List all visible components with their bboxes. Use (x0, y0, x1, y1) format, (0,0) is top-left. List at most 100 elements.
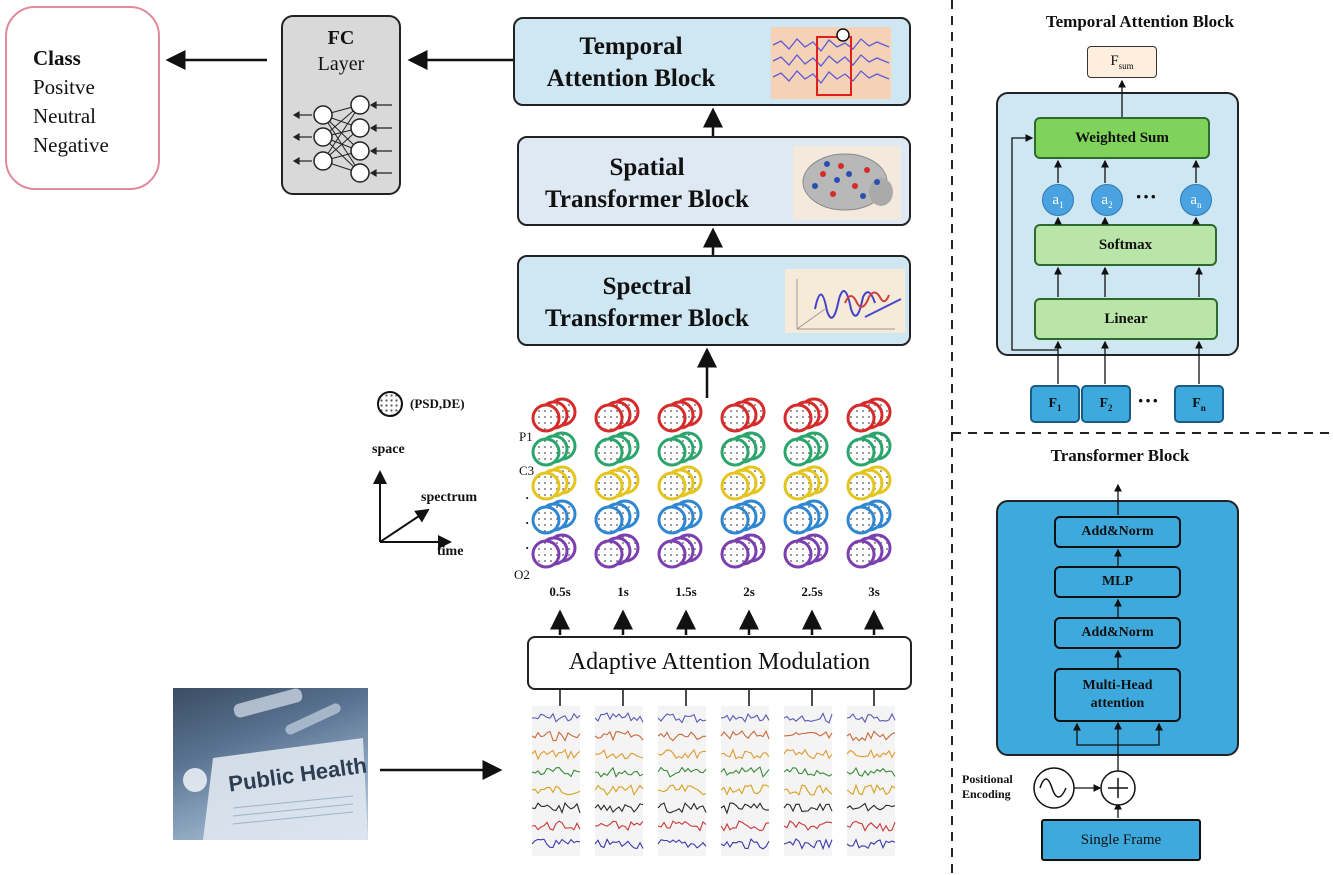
eeg-signal-strips (531, 706, 896, 856)
feature-circle (846, 437, 876, 467)
feature-circle (720, 437, 750, 467)
spatial-transformer-block: Spatial Transformer Block (517, 136, 911, 226)
feature-circle (531, 471, 561, 501)
fsum-label: F (1110, 53, 1119, 69)
photo-props-icon (183, 688, 368, 840)
time-label-2: 1.5s (675, 584, 697, 599)
temporal-block-line2: Attention Block (546, 65, 716, 92)
feature-circle (720, 471, 750, 501)
feature-circle (531, 403, 561, 433)
spectral-block-line1: Spectral (602, 273, 692, 300)
fc-network-icon (292, 95, 392, 183)
feature-circle (657, 505, 687, 535)
brain-thumbnail (793, 146, 901, 220)
psd-de-label: (PSD,DE) (410, 396, 465, 411)
feature-circle (531, 437, 561, 467)
eeg-strip (531, 706, 581, 856)
feature-circle (846, 471, 876, 501)
an-circle: an (1180, 184, 1212, 216)
time-label-1: 1s (617, 584, 629, 599)
f-ellipsis: ··· (1137, 388, 1160, 413)
feature-circle (594, 437, 624, 467)
sine-wave-icon (1033, 767, 1075, 809)
feature-circle-grid (531, 397, 892, 569)
eeg-strip (657, 706, 707, 856)
feature-circle (594, 471, 624, 501)
feature-circle (846, 505, 876, 535)
eeg-strip (720, 706, 770, 856)
temporal-detail-arrows (1011, 79, 1203, 384)
eeg-strip (846, 706, 896, 856)
temporal-waveform-thumbnail (771, 27, 891, 99)
feature-circle (594, 403, 624, 433)
transformer-detail-arrows (1073, 483, 1163, 818)
temporal-attention-block: Temporal Attention Block (513, 17, 911, 106)
positional-encoding-icons (1033, 767, 1136, 809)
feature-circle (783, 539, 813, 569)
a-ellipsis: ··· (1135, 184, 1158, 209)
addnorm-bottom-box: Add&Norm (1054, 617, 1181, 649)
fsum-sub: sum (1118, 61, 1134, 71)
single-frame-box: Single Frame (1041, 819, 1201, 861)
weighted-sum-label: Weighted Sum (1075, 130, 1169, 146)
fsum-box: Fsum (1087, 46, 1157, 78)
feature-circle (846, 539, 876, 569)
feature-circle (531, 505, 561, 535)
axis-time-label: time (437, 544, 464, 559)
eeg-strip (594, 706, 644, 856)
feature-circle (783, 403, 813, 433)
temporal-detail-title: Temporal Attention Block (1045, 12, 1235, 31)
temporal-block-line1: Temporal (579, 33, 683, 60)
fc-title: FC (327, 27, 355, 49)
spatial-block-line1: Spatial (609, 154, 685, 181)
public-health-photo: Public Health (173, 688, 368, 840)
fc-subtitle: Layer (317, 53, 365, 75)
eeg-strip (783, 706, 833, 856)
channel-dot-1: · (525, 490, 530, 505)
feature-circle (657, 437, 687, 467)
channel-p1-label: P1 (519, 429, 533, 444)
adaptive-attention-modulation-box: Adaptive Attention Modulation (527, 636, 912, 690)
feature-circle (531, 539, 561, 569)
class-option-negative: Negative (33, 133, 109, 157)
feature-circle (594, 539, 624, 569)
channel-dot-3: · (525, 540, 530, 555)
psd-de-dot-icon (377, 391, 403, 417)
linear-label: Linear (1104, 311, 1148, 327)
time-label-4: 2.5s (801, 584, 823, 599)
time-label-5: 3s (868, 584, 880, 599)
f1-box: F1 (1030, 385, 1080, 423)
feature-circle (657, 471, 687, 501)
feature-circle (594, 505, 624, 535)
class-title: Class (33, 46, 81, 70)
time-label-3: 2s (743, 584, 755, 599)
channel-c3-label: C3 (519, 463, 535, 478)
spectral-block-line2: Transformer Block (545, 305, 749, 332)
feature-circle (783, 471, 813, 501)
feature-circle (720, 403, 750, 433)
a1-circle: a1 (1042, 184, 1074, 216)
f2-box: F2 (1081, 385, 1131, 423)
adaptive-attention-label: Adaptive Attention Modulation (568, 649, 871, 675)
spectrum-thumbnail (785, 269, 905, 333)
feature-circle (657, 539, 687, 569)
mlp-box: MLP (1054, 566, 1181, 598)
addnorm-top-box: Add&Norm (1054, 516, 1181, 548)
fn-box: Fn (1174, 385, 1224, 423)
feature-circle (657, 403, 687, 433)
time-label-0: 0.5s (549, 584, 571, 599)
fc-layer-box: FC Layer (281, 15, 401, 195)
class-option-positive: Positve (33, 75, 95, 99)
feature-circle (720, 505, 750, 535)
a2-circle: a2 (1091, 184, 1123, 216)
feature-circle (720, 539, 750, 569)
weighted-sum-box: Weighted Sum (1034, 117, 1210, 159)
transformer-detail-title: Transformer Block (1050, 446, 1190, 465)
class-box: Class Positve Neutral Negative (5, 6, 160, 190)
linear-box: Linear (1034, 298, 1218, 340)
softmax-box: Softmax (1034, 224, 1217, 266)
axis-space-label: space (372, 442, 405, 457)
